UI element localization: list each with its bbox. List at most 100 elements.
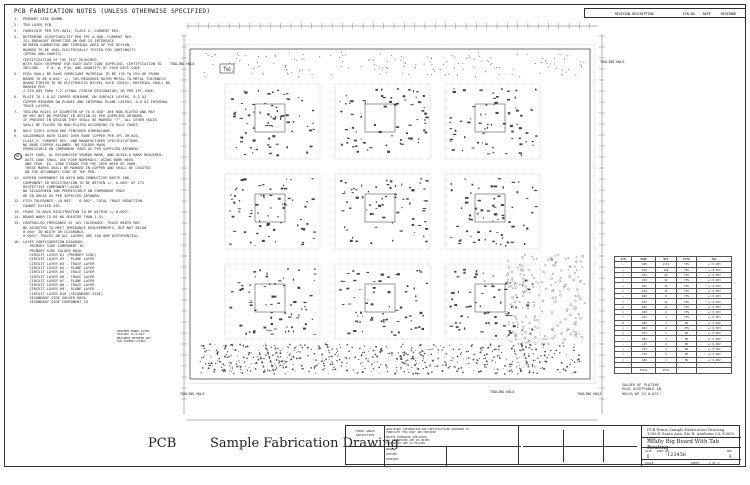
note-text: TEN LAYER PCB. <box>23 22 54 27</box>
pcb-board-drawing: TAB <box>185 44 595 384</box>
signature-grid <box>523 430 637 462</box>
part-no-label: PART NO. <box>657 449 671 453</box>
note-item: 15.CONTROLLED IMPEDANCE AT 10% TOLERANCE… <box>14 221 184 238</box>
board-modules <box>224 83 541 340</box>
fabrication-notes: 1. PRIMARY SIDE SHOWN. 2. TEN LAYER PCB. 3. F… <box>14 17 184 306</box>
dimension-lines <box>181 23 605 421</box>
note-text: LAYER CONFIGURATION DIAGRAM: PRIMARY SID… <box>23 240 104 305</box>
note-number: 3. <box>14 28 19 33</box>
company-line-2: 1286 E Santa Ana, Ste B, Anaheim CA 9280… <box>647 431 734 441</box>
note-item: 5. PCBs SHALL BE RoHS COMPLIANT MATERIAL … <box>14 72 184 93</box>
note-item: 16.LAYER CONFIGURATION DIAGRAM: PRIMARY … <box>14 240 184 304</box>
pcb-caption: PCB <box>148 436 177 451</box>
note-number: 11. <box>14 176 21 181</box>
company-info: PCB Prints Sample Fabrication Drawing 12… <box>647 427 739 441</box>
note-text: SOLDERMASK BOTH SIDES OVER BARE COPPER P… <box>23 134 140 152</box>
note-text: PCBs SHALL BE RoHS COMPLIANT MATERIAL TO… <box>23 72 171 94</box>
approved-label: APPROVED <box>386 458 399 461</box>
note-number: 14. <box>14 215 21 220</box>
note-text: HOLE SIZES GIVEN ARE FINISHED DIMENSIONS… <box>23 128 112 133</box>
tolerance-note: UNLESS OTHERWISE SPECIFIED: ALL DIMENSIO… <box>386 436 430 445</box>
note-number <box>14 58 23 71</box>
checked-label: CHECKED <box>386 453 397 456</box>
drill-cell <box>613 367 633 374</box>
note-text: FRONT-TO-BACK REGISTRATION TO BE WITHIN … <box>23 209 132 214</box>
drawn-label: DRAWN <box>386 448 394 451</box>
tooling-hole-label-4: TOOLING HOLE <box>577 392 602 396</box>
drill-cell: TOTAL <box>631 367 657 374</box>
note-text: ETCH TOLERANCE: +0.001" - 0.002". TOTAL … <box>23 199 142 208</box>
note-number: 5. <box>14 72 19 77</box>
note-item: 10.DATE CODE, UL RECOGNIZED VENDOR MARK,… <box>14 153 184 174</box>
via-field <box>199 52 586 375</box>
size-label: SIZE <box>645 449 652 453</box>
tooling-hole-label-3: TOOLING HOLE <box>490 390 515 394</box>
note-number: 4. <box>14 34 19 39</box>
note-text: PLATE TO 1.0 OZ COPPER MINIMUM, ON SURFA… <box>23 95 168 108</box>
note-item: 12.ETCH TOLERANCE: +0.001" - 0.002". TOT… <box>14 199 184 208</box>
projection-label: THIRD ANGLE PROJECTION <box>355 429 375 437</box>
note-number: 9. <box>14 134 19 139</box>
title-block: PCB Prints Sample Fabrication Drawing 12… <box>518 425 741 466</box>
tooling-hole-label-5: TOOLING HOLE <box>180 392 205 396</box>
note-text: TOOLING HOLES OF DIAMETER UP TO 0.050" A… <box>23 109 158 127</box>
module-block <box>334 263 431 340</box>
note-number: 6. <box>14 95 19 100</box>
drill-cell <box>675 367 698 374</box>
rev-value: A <box>729 454 732 459</box>
note-number: 16. <box>14 240 21 245</box>
note-item: CERTIFICATION OF THE TEST REQUIRED WITH … <box>14 58 184 71</box>
note-number: 15. <box>14 221 21 226</box>
part-number: 123456 <box>667 452 687 458</box>
module-block <box>224 263 321 340</box>
note-item: 14.BOARD WARP TO BE NO GREATER THAN 1.5%… <box>14 215 184 219</box>
drill-cell: 2531 <box>655 367 677 374</box>
rev-col-description: REVISION DESCRIPTION <box>615 11 654 16</box>
note-text: PRIMARY SIDE SHOWN. <box>23 17 65 21</box>
module-block <box>334 83 431 160</box>
note-item: 1. PRIMARY SIDE SHOWN. <box>14 17 184 21</box>
solder-plug-note: SOLDER OF PLATING PLUG ACCEPTABLE IN HOL… <box>622 383 661 396</box>
drawing-sheet <box>4 4 746 467</box>
note-item: 6. PLATE TO 1.0 OZ COPPER MINIMUM, ON SUR… <box>14 95 184 108</box>
note-text: CERTIFICATION OF THE TEST REQUIRED WITH … <box>23 57 162 71</box>
note-number: 7. <box>14 109 19 114</box>
note-item: 11.SCREEN COMPONENT ID WITH NON-CONDUCTI… <box>14 176 184 197</box>
company-line-1: PCB Prints Sample Fabrication Drawing <box>647 427 725 432</box>
note-item: 13.FRONT-TO-BACK REGISTRATION TO BE WITH… <box>14 210 184 214</box>
rev-col-date: DATE <box>703 11 711 16</box>
note-item: 9. SOLDERMASK BOTH SIDES OVER BARE COPPER… <box>14 134 184 151</box>
rev-col-reviewer: REVIEWER <box>721 11 737 16</box>
fabrication-notes-title: PCB FABRICATION NOTES (UNLESS OTHERWISE … <box>14 8 211 15</box>
dielectric-note: MINIMUM INNER LAYER SPACING IS 0.003" ME… <box>117 329 151 344</box>
note-number: 8. <box>14 128 19 133</box>
tab-label: TAB <box>223 67 231 72</box>
revision-block: REVISION DESCRIPTION ECN NO. DATE REVIEW… <box>584 8 746 18</box>
note-text: FABRICATE PER IPC-6012, CLASS 2, CURRENT… <box>23 28 121 33</box>
note-text: BOARD WARP TO BE NO GREATER THAN 1.5%. <box>23 215 106 220</box>
sheet-label: SHEET <box>691 461 700 465</box>
sheet-value: 1 OF 1 <box>709 461 720 465</box>
module-block <box>224 173 321 250</box>
note-item: 7. TOOLING HOLES OF DIAMETER UP TO 0.050"… <box>14 110 184 127</box>
tooling-hole-label-2: TOOLING HOLE <box>600 60 625 64</box>
note-text: SCREEN COMPONENT ID WITH NON-CONDUCTIVE … <box>23 176 145 198</box>
note-number: 1. <box>14 17 19 21</box>
note-item: 8. HOLE SIZES GIVEN ARE FINISHED DIMENSIO… <box>14 129 184 133</box>
note-text: DETERMINE ACCEPTABILITY PER IPC-A-600, C… <box>23 34 136 56</box>
note-item: 3. FABRICATE PER IPC-6012, CLASS 2, CURRE… <box>14 29 184 33</box>
drill-cell <box>696 367 732 374</box>
sample-drawing-caption: Sample Fabrication Drawing <box>210 436 399 451</box>
note-number: 10. <box>14 153 22 161</box>
note-item: 4. DETERMINE ACCEPTABILITY PER IPC-A-600,… <box>14 35 184 56</box>
tab-marker <box>219 63 235 74</box>
spec-note: ADDITIONAL INFORMATION AND SPECIFICATION… <box>386 428 469 434</box>
note-text: DATE CODE, UL RECOGNIZED VENDOR MARK, AN… <box>25 153 164 175</box>
note-item: 2. TEN LAYER PCB. <box>14 23 184 27</box>
module-block <box>444 263 541 340</box>
size-value: D <box>647 454 650 459</box>
note-number: 2. <box>14 22 19 27</box>
